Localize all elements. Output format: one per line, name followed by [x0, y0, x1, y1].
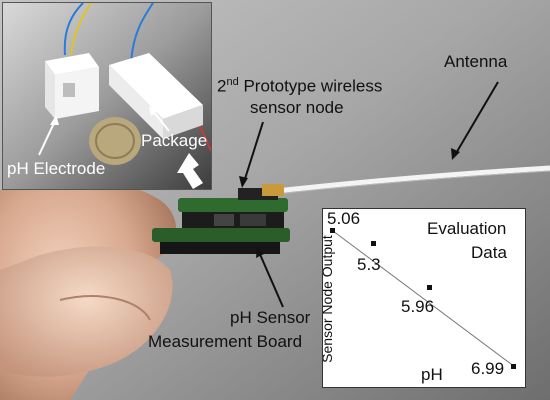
eval-point-4	[511, 364, 516, 369]
eval-ylabel: Sensor Node Output	[322, 235, 335, 363]
arrow-prototype	[243, 121, 264, 183]
eval-point-3	[427, 285, 432, 290]
ph-electrode-cube	[45, 53, 99, 119]
prototype-label-line2: sensor node	[250, 98, 344, 117]
inset-photo: pH Electrode Package	[2, 2, 212, 190]
inset-pointer-arrow	[177, 153, 203, 189]
eval-value-2: 5.3	[357, 255, 381, 274]
antenna-cable	[267, 165, 550, 195]
inset-illustration	[3, 3, 211, 189]
evaluation-plot	[330, 228, 516, 369]
eval-title-line1: Evaluation	[427, 219, 507, 238]
arrow-board	[258, 251, 284, 308]
evaluation-trend-line	[332, 230, 516, 368]
eval-point-2	[371, 241, 376, 246]
prototype-label-prefix: 2	[217, 76, 227, 96]
antenna-label: Antenna	[444, 52, 508, 71]
package-box	[109, 53, 203, 139]
board-label-line2: Measurement Board	[148, 332, 303, 351]
board-label-line1: pH Sensor	[230, 308, 311, 327]
prototype-label-sup: nd	[226, 76, 239, 88]
eval-value-3: 5.96	[401, 297, 435, 316]
eval-title-line2: Data	[471, 243, 507, 262]
package-label: Package	[141, 131, 208, 150]
prototype-label-rest: Prototype wireless	[238, 76, 383, 96]
arrow-antenna	[454, 81, 499, 156]
sensor-node-boards	[152, 184, 290, 254]
ph-electrode-label: pH Electrode	[7, 159, 106, 178]
eval-value-4: 6.99	[471, 359, 505, 378]
evaluation-panel: Evaluation Data 5.06 5.3 5.96 6.99 pH Se…	[322, 208, 526, 388]
prototype-label: 2nd Prototype wireless	[217, 72, 382, 97]
eval-point-1	[330, 228, 335, 233]
eval-value-1: 5.06	[327, 209, 361, 228]
eval-xlabel: pH	[421, 365, 443, 384]
